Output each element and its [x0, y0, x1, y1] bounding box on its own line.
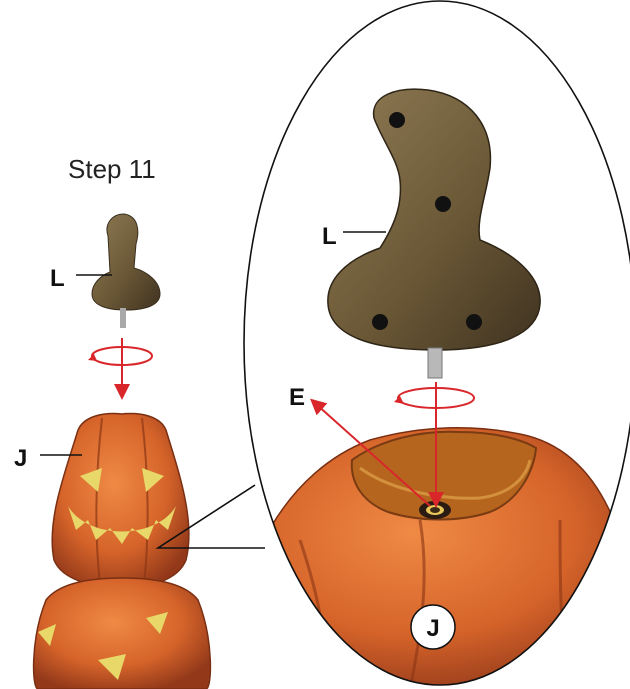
label-cap-small: L — [50, 265, 65, 292]
pumpkin-zoom-badge: J — [411, 605, 455, 649]
cap-zoom — [328, 89, 540, 378]
rotate-arrow-icon — [88, 347, 152, 365]
rotate-arrow-icon-zoom — [394, 388, 474, 408]
label-port-zoom: E — [289, 384, 305, 411]
label-pumpkin-zoom: J — [426, 615, 439, 642]
label-pumpkin-small: J — [14, 445, 27, 472]
step-title: Step 11 — [68, 154, 156, 184]
socket-port — [419, 501, 451, 519]
cap-small — [92, 214, 160, 328]
label-cap-zoom: L — [322, 223, 337, 250]
